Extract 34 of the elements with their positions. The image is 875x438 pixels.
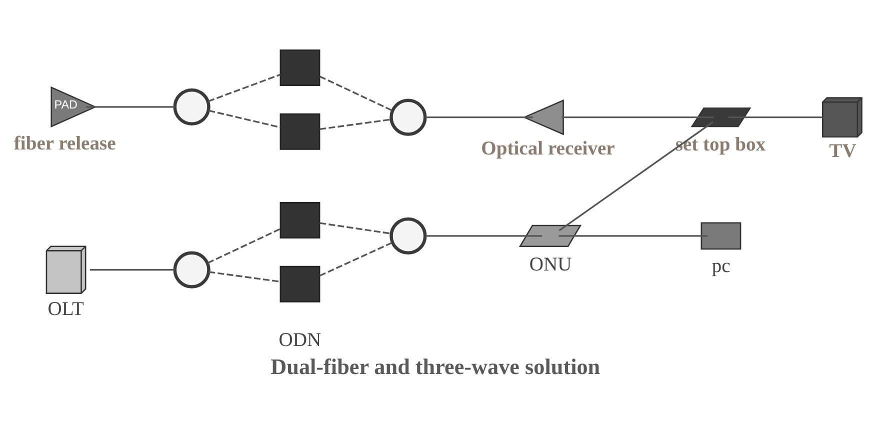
node-box — [280, 50, 320, 86]
node-box — [280, 202, 320, 239]
node-circle — [390, 217, 427, 255]
node-label: set top box — [675, 134, 766, 156]
node-label: TV — [829, 141, 856, 162]
node-box — [280, 113, 320, 150]
node-box — [280, 266, 320, 302]
node-box — [700, 222, 742, 250]
connector — [558, 121, 714, 232]
node-circle — [173, 251, 210, 288]
connector — [320, 118, 392, 130]
label: ODN — [278, 330, 322, 352]
caption: Dual-fiber and three-wave solution — [270, 354, 600, 380]
node-circle — [390, 98, 427, 136]
connector — [207, 228, 281, 264]
connector — [558, 235, 708, 237]
connector — [208, 271, 280, 282]
connector — [208, 110, 280, 128]
node-label: ONU — [529, 254, 572, 276]
connector — [90, 268, 175, 271]
connector — [562, 116, 714, 118]
node-label: pc — [712, 256, 730, 277]
connector — [86, 106, 175, 108]
connector — [320, 222, 392, 234]
connector — [425, 235, 542, 237]
node-label: Optical receiver — [481, 138, 615, 160]
connector — [319, 242, 393, 277]
node-label: fiber release — [14, 133, 116, 154]
connector — [425, 116, 534, 118]
connector — [319, 76, 393, 112]
node-label: OLT — [48, 298, 84, 320]
connector — [208, 74, 281, 102]
connector — [728, 116, 822, 118]
node-circle — [173, 88, 210, 126]
